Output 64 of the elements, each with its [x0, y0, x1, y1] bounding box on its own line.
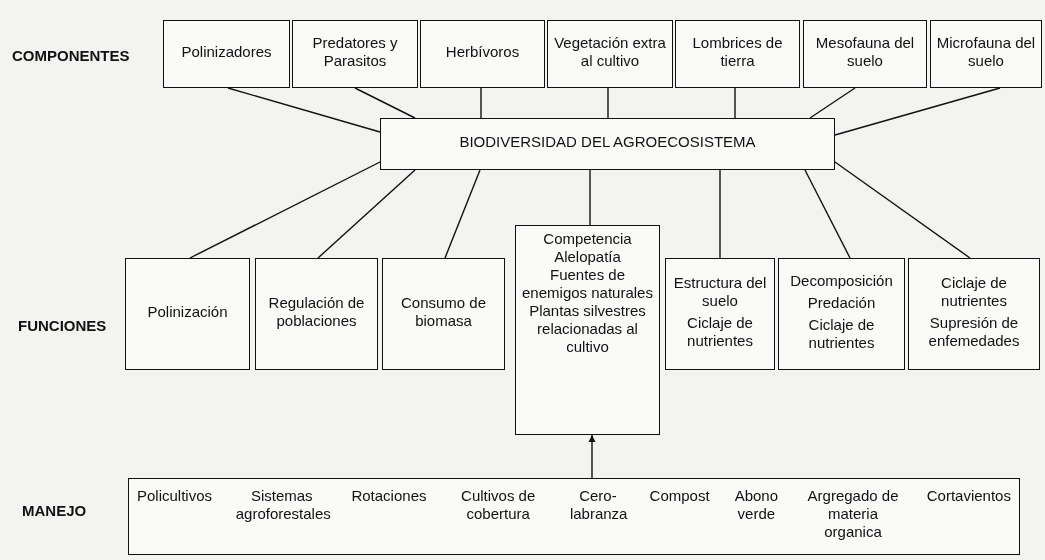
row-label: COMPONENTES [12, 46, 130, 66]
connector-line [607, 87, 609, 119]
row-label: FUNCIONES [18, 316, 107, 336]
box-text: Fuentes de enemigos naturales [521, 266, 654, 302]
box-text: Policultivos [137, 487, 213, 505]
connector-line [317, 169, 416, 259]
connector-line [834, 161, 971, 259]
box-text: Abono verde [733, 487, 779, 523]
box-text: Ciclaje de nutrientes [686, 314, 754, 350]
box-text: Cultivos de cobertura [460, 487, 537, 523]
box-text: Rotaciones [351, 487, 427, 505]
box-text: Vegetación extra al cultivo [553, 34, 667, 70]
box-text: Compost [649, 487, 710, 505]
box-text: Estructura del suelo [672, 274, 768, 310]
box-text: Microfauna del suelo [935, 34, 1037, 70]
box-text: Argregado de materia organica [806, 487, 900, 541]
box-text: Plantas silvestres relacionadas al cultivo [528, 302, 647, 356]
text-box [382, 258, 505, 370]
text-box [420, 20, 545, 88]
box-text: Cortavientos [926, 487, 1011, 505]
connector-line [444, 169, 481, 259]
connector-line [189, 161, 381, 259]
box-text: Lombrices de tierra [691, 34, 784, 70]
text-box [255, 258, 378, 370]
connector-line [809, 87, 856, 119]
connector-line [589, 169, 591, 226]
box-text: Ciclaje de nutrientes [807, 316, 876, 352]
text-box [778, 258, 905, 370]
box-text: Ciclaje de nutrientes [940, 274, 1008, 310]
text-box [547, 20, 673, 88]
text-box [908, 258, 1040, 370]
connector-line [734, 87, 736, 119]
box-text: Herbívoros [445, 43, 520, 61]
text-box [675, 20, 800, 88]
practice-box [128, 478, 1020, 555]
connector-line [354, 87, 416, 119]
box-text: Polinizadores [181, 43, 272, 61]
connector-line [719, 169, 721, 259]
box-text: Consumo de biomasa [399, 294, 488, 330]
box-text: Regulación de poblaciones [267, 294, 366, 330]
box-text: Mesofauna del suelo [814, 34, 916, 70]
connector-line [480, 87, 482, 119]
box-text: Polinización [147, 303, 228, 321]
row-label: MANEJO [22, 501, 87, 521]
connector-line [804, 169, 851, 259]
box-text: Supresión de enfemedades [927, 314, 1021, 350]
text-box [380, 118, 835, 170]
box-text: Alelopatía [554, 248, 621, 266]
box-text: Competencia [543, 230, 632, 248]
connector-line [227, 87, 381, 133]
text-box [125, 258, 250, 370]
box-text: BIODIVERSIDAD DEL AGROECOSISTEMA [459, 133, 756, 151]
text-box [163, 20, 290, 88]
connector-line [834, 87, 1001, 136]
text-box [292, 20, 418, 88]
text-box [803, 20, 927, 88]
text-box [665, 258, 775, 370]
arrow [588, 434, 596, 479]
box-text: Decomposición [790, 272, 893, 290]
text-box [515, 225, 660, 435]
box-text: Cero-labranza [569, 487, 626, 523]
text-box [930, 20, 1042, 88]
box-text: Predación [807, 294, 876, 312]
box-text: Predatores y Parasitos [311, 34, 399, 70]
